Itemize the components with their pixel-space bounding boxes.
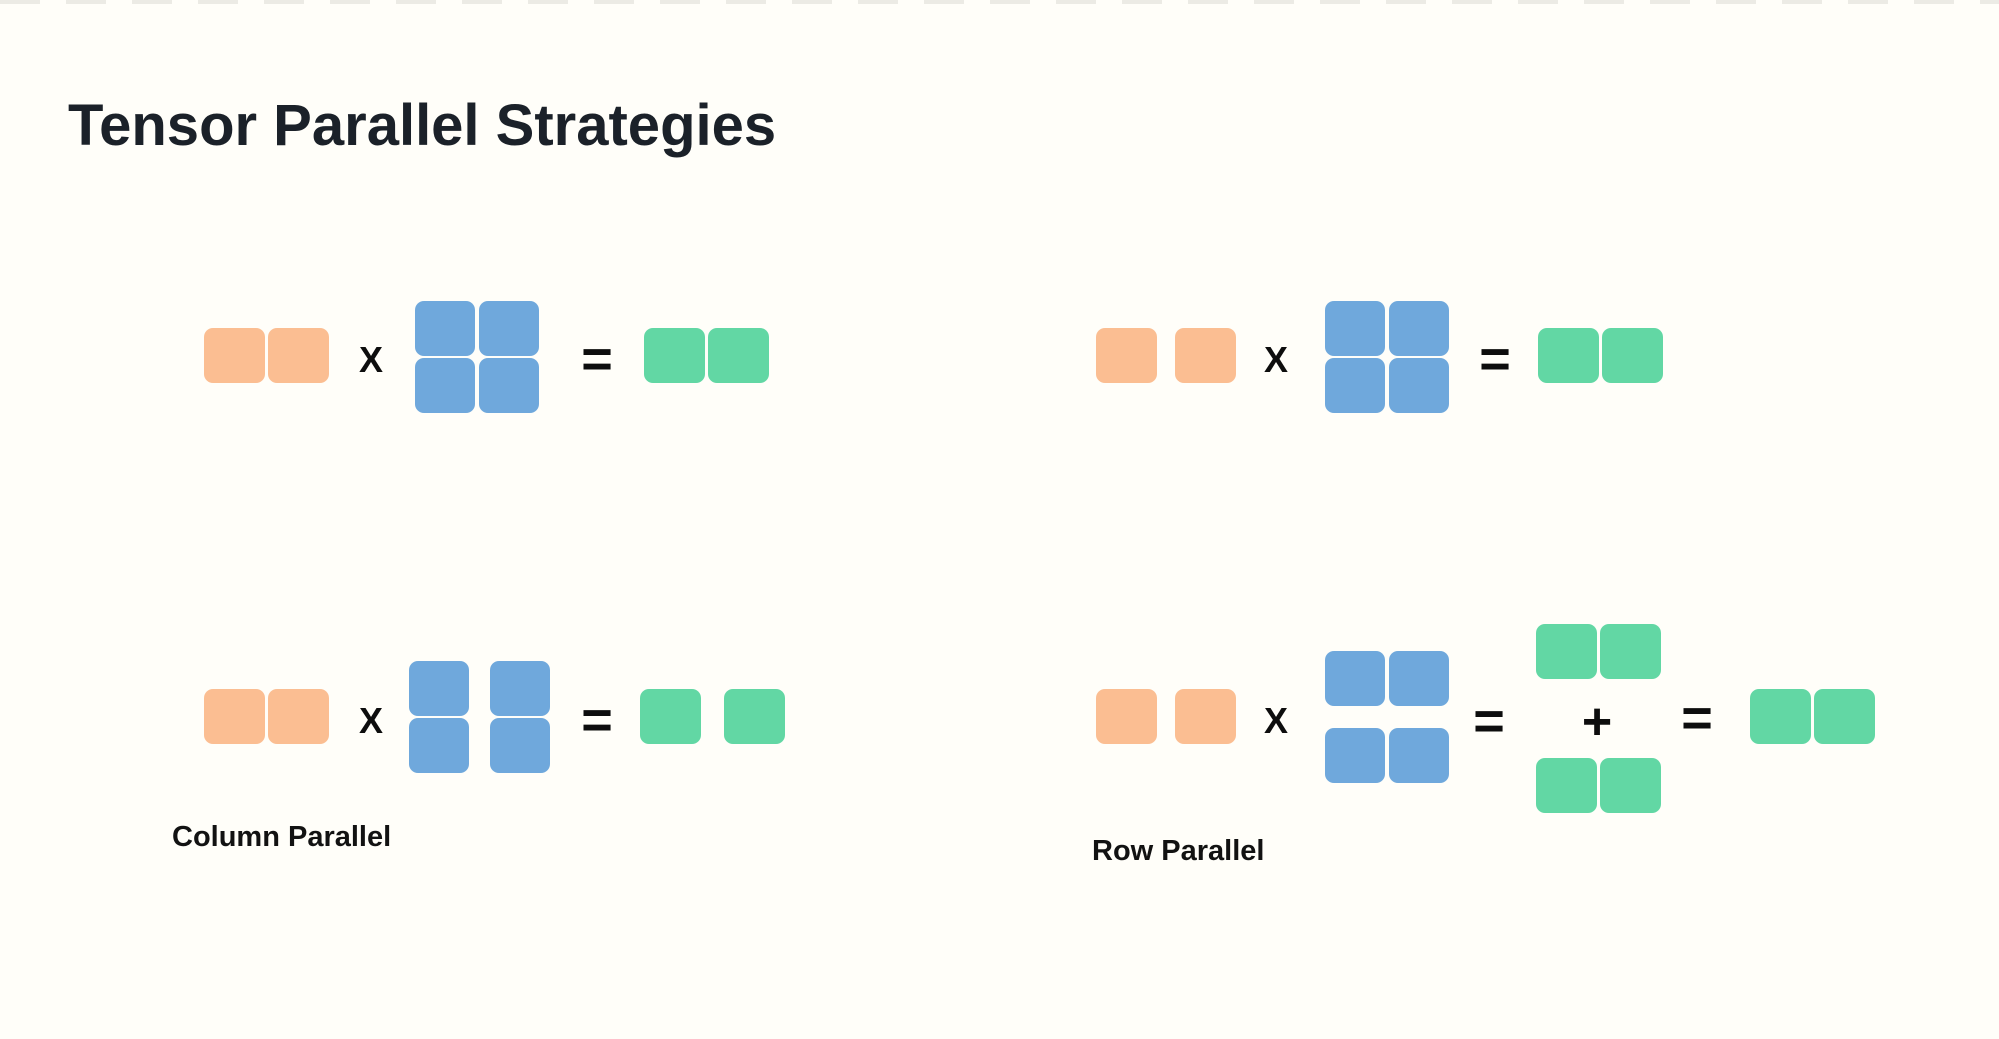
output-tile (724, 689, 785, 744)
weight-tile (1325, 358, 1385, 413)
weight-tile (1325, 728, 1385, 783)
filmstrip-edge (0, 0, 1999, 4)
output-tile (644, 328, 705, 383)
output-tile (1538, 328, 1599, 383)
weight-tile (490, 718, 550, 773)
diagram-column-parallel: X = (204, 661, 785, 773)
input-tile (204, 689, 265, 744)
weight-tile (409, 718, 469, 773)
multiply-operator: X (1263, 339, 1289, 380)
multiply-operator: X (358, 700, 384, 741)
equals-operator: = (1473, 691, 1505, 751)
partial-output-tile (1536, 758, 1597, 813)
equals-operator: = (1681, 688, 1713, 748)
input-tile (1096, 328, 1157, 383)
equals-operator: = (581, 690, 613, 750)
weight-tile (479, 358, 539, 413)
input-tile (1175, 328, 1236, 383)
output-tile (708, 328, 769, 383)
multiply-operator: X (358, 339, 384, 380)
weight-tile (479, 301, 539, 356)
input-tile (1175, 689, 1236, 744)
partial-output-tile (1536, 624, 1597, 679)
weight-tile (415, 358, 475, 413)
output-tile (640, 689, 701, 744)
output-tile (1814, 689, 1875, 744)
input-tile (268, 689, 329, 744)
partial-output-tile (1600, 624, 1661, 679)
weight-tile (490, 661, 550, 716)
input-tile (268, 328, 329, 383)
weight-tile (1325, 301, 1385, 356)
weight-tile (1325, 651, 1385, 706)
multiply-operator: X (1263, 700, 1289, 741)
weight-tile (409, 661, 469, 716)
diagram-full-matmul: X = (204, 301, 769, 413)
weight-tile (1389, 728, 1449, 783)
weight-tile (1389, 301, 1449, 356)
weight-tile (1389, 358, 1449, 413)
plus-operator: + (1581, 693, 1613, 751)
row-parallel-label: Row Parallel (1092, 835, 1265, 867)
page-title: Tensor Parallel Strategies (68, 92, 777, 158)
output-tile (1750, 689, 1811, 744)
weight-tile (415, 301, 475, 356)
column-parallel-label: Column Parallel (172, 821, 392, 853)
partial-output-tile (1600, 758, 1661, 813)
diagram-full-matmul-split-input: X = (1096, 301, 1663, 413)
input-tile (1096, 689, 1157, 744)
equals-operator: = (581, 329, 613, 389)
equals-operator: = (1479, 329, 1511, 389)
diagram-row-parallel: X = + = (1096, 624, 1875, 813)
input-tile (204, 328, 265, 383)
output-tile (1602, 328, 1663, 383)
weight-tile (1389, 651, 1449, 706)
